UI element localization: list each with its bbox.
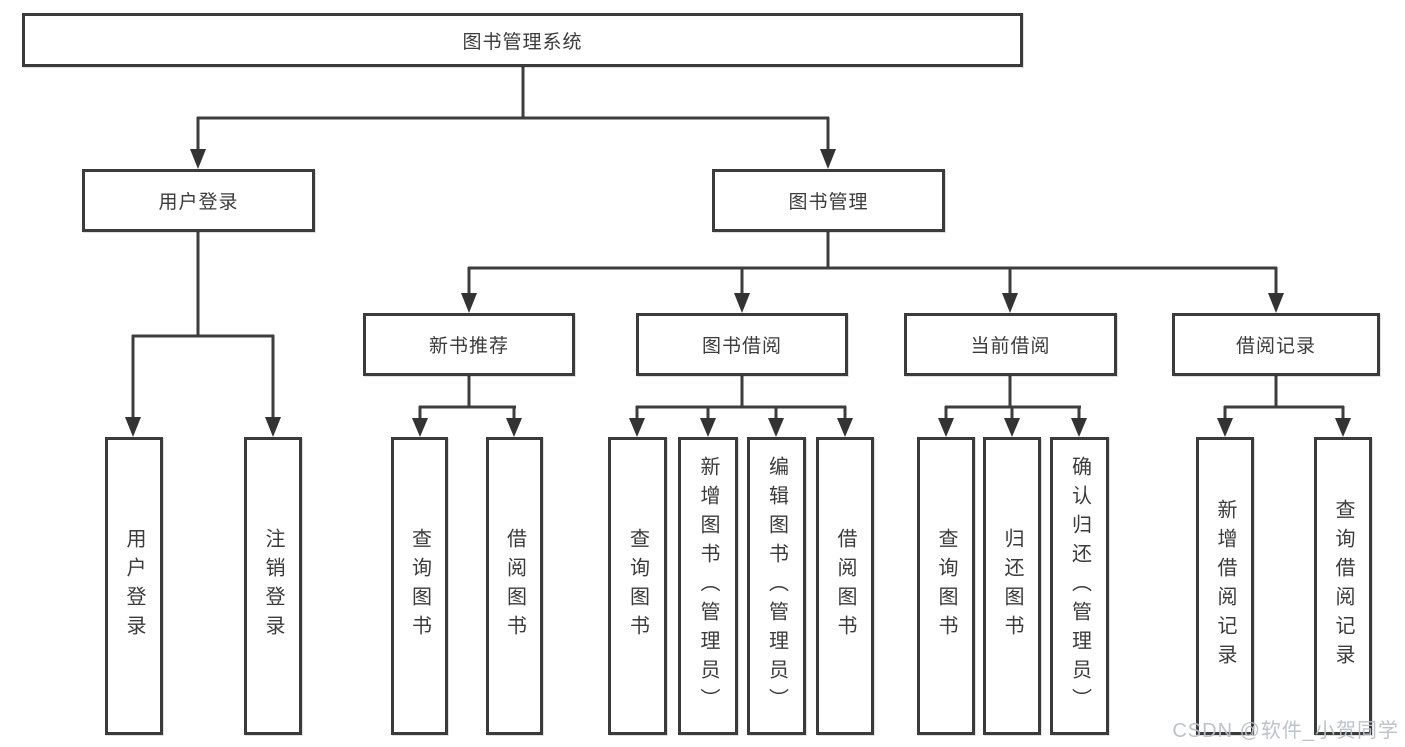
node-new-book-recommend: 新书推荐 xyxy=(363,313,575,376)
leaf-query-borrow-record: 查询借阅记录 xyxy=(1314,437,1372,735)
leaf-query-books-recommend: 查询图书 xyxy=(391,437,448,735)
leaf-confirm-return-admin: 确认归还（管理员） xyxy=(1050,437,1109,735)
leaf-user-login: 用户登录 xyxy=(105,437,163,735)
node-root-library-system: 图书管理系统 xyxy=(22,13,1023,67)
node-borrow-records: 借阅记录 xyxy=(1172,313,1380,376)
leaf-return-books: 归还图书 xyxy=(983,437,1041,735)
node-user-login: 用户登录 xyxy=(82,169,315,232)
leaf-edit-books-admin: 编辑图书（管理员） xyxy=(747,437,806,735)
leaf-borrow-books-recommend: 借阅图书 xyxy=(486,437,543,735)
node-book-management: 图书管理 xyxy=(712,169,945,232)
leaf-logout: 注销登录 xyxy=(244,437,302,735)
node-current-borrow: 当前借阅 xyxy=(904,313,1117,376)
leaf-query-books-current: 查询图书 xyxy=(917,437,975,735)
node-book-borrow: 图书借阅 xyxy=(636,313,848,376)
leaf-add-borrow-record: 新增借阅记录 xyxy=(1196,437,1254,735)
leaf-borrow-books: 借阅图书 xyxy=(816,437,874,735)
leaf-query-books-borrow: 查询图书 xyxy=(608,437,667,735)
leaf-add-books-admin: 新增图书（管理员） xyxy=(678,437,738,735)
